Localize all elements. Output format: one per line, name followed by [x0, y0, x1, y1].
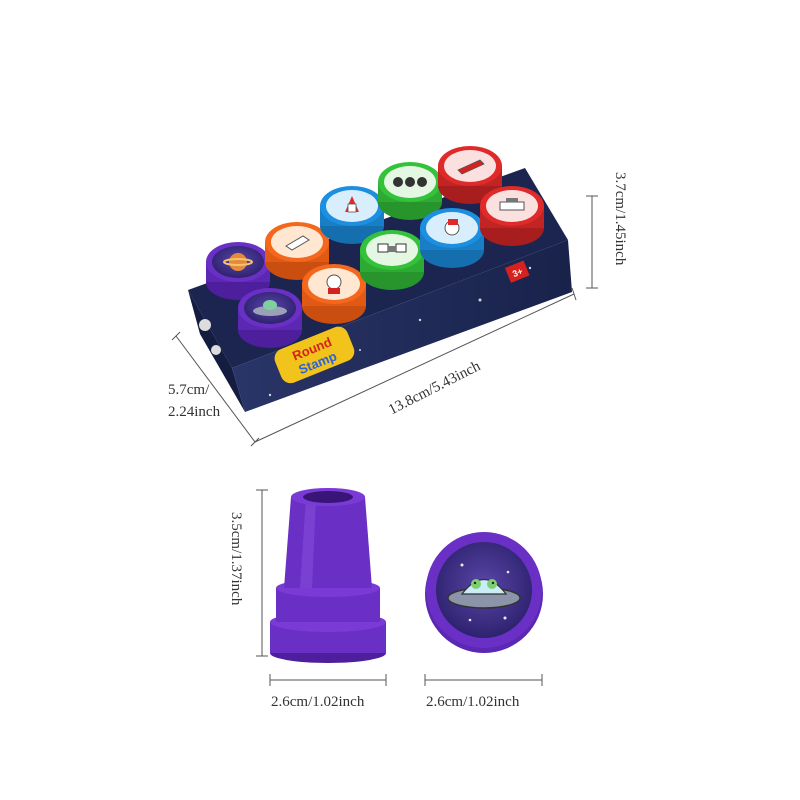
satellite-icon: [393, 177, 427, 187]
stamp-astronaut-flag: [420, 208, 484, 268]
svg-text:3+: 3+: [511, 266, 524, 279]
stamp-space-station: [480, 186, 544, 246]
space-station-icon: [499, 198, 525, 211]
age-badge: 3+: [505, 260, 530, 283]
planet-icon: [229, 253, 247, 271]
box-logo: Round Stamp: [274, 326, 355, 384]
stamp-planet: [206, 242, 270, 300]
ufo-icon: [447, 578, 521, 609]
stamp-rocket-launch: [438, 146, 502, 204]
stamp-side-view: [270, 488, 386, 663]
stamp-top-view: [425, 532, 543, 653]
stamp-ufo: [238, 288, 302, 348]
ufo-icon: [253, 306, 287, 316]
stamp-rover: [360, 230, 424, 290]
rocket-launch-icon: [457, 159, 485, 175]
box-width-label-cm: 5.7cm/: [168, 382, 210, 398]
rover-icon: [377, 243, 407, 253]
box-width-label-in: 2.24inch: [168, 404, 221, 420]
stamp-height-label: 3.5cm/1.37inch: [228, 512, 244, 606]
box-height-label: 3.7cm/1.45inch: [612, 172, 628, 266]
stamp-side-dimension-lines: [256, 489, 387, 686]
box-dimension-lines: [171, 195, 598, 447]
stamp-rocket: [320, 186, 384, 244]
stamp-satellite: [378, 162, 442, 220]
space-shuttle-icon: [285, 235, 310, 251]
stamp-top-dimension-lines: [424, 674, 543, 686]
stamp-diameter-side-label: 2.6cm/1.02inch: [271, 694, 365, 710]
stamp-diameter-top-label: 2.6cm/1.02inch: [426, 694, 520, 710]
stamp-astronaut: [302, 264, 366, 324]
astronaut-icon: [326, 274, 342, 290]
